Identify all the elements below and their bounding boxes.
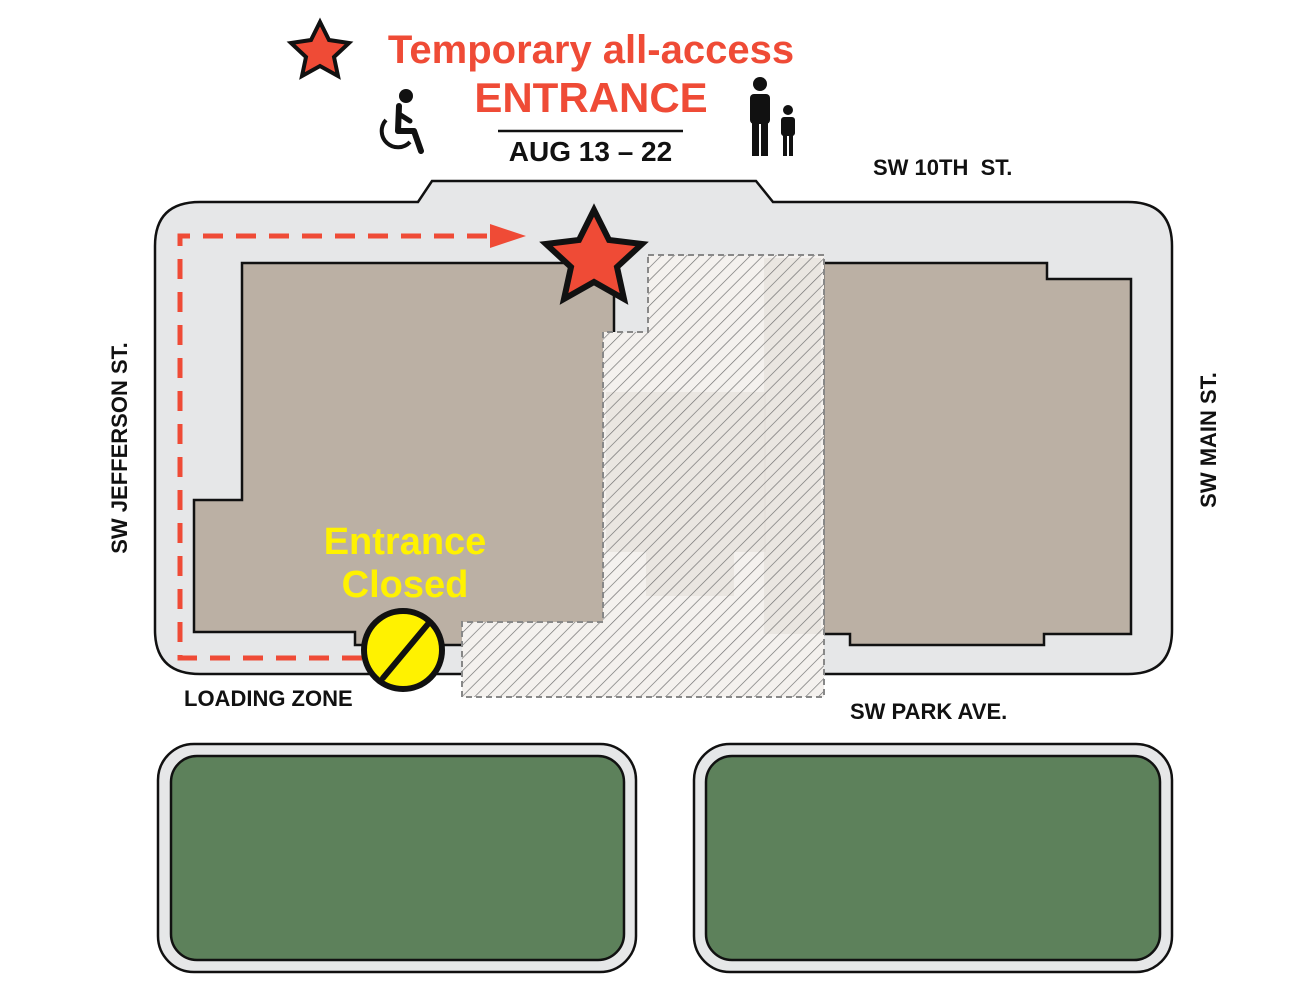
street-label-south: SW PARK AVE. [850,699,1008,724]
accessible-route [177,233,492,661]
route-arrowhead [490,224,526,248]
park-west [169,754,626,962]
loading-zone-label: LOADING ZONE [184,686,353,711]
street-label-north: SW 10TH ST. [873,155,1013,180]
construction-inner-a [764,258,821,634]
star-icon [286,17,354,80]
no-entry-icon [361,608,445,692]
closed-label-line-1: Entrance [323,521,487,563]
construction-inner-c [646,552,734,596]
street-label-west: SW JEFFERSON ST. [107,342,132,554]
street-label-east: SW MAIN ST. [1196,372,1221,508]
star-icon [539,203,649,305]
title-line-2: ENTRANCE [474,74,708,121]
closed-label-line-2: Closed [341,564,469,606]
wheelchair-icon [379,89,424,154]
date-range: AUG 13 – 22 [508,136,673,167]
title-line-1: Temporary all-access [387,28,795,72]
building-east [821,261,1133,647]
park-east [704,754,1162,962]
family-icon [750,77,795,156]
construction-inner-b [606,392,766,552]
